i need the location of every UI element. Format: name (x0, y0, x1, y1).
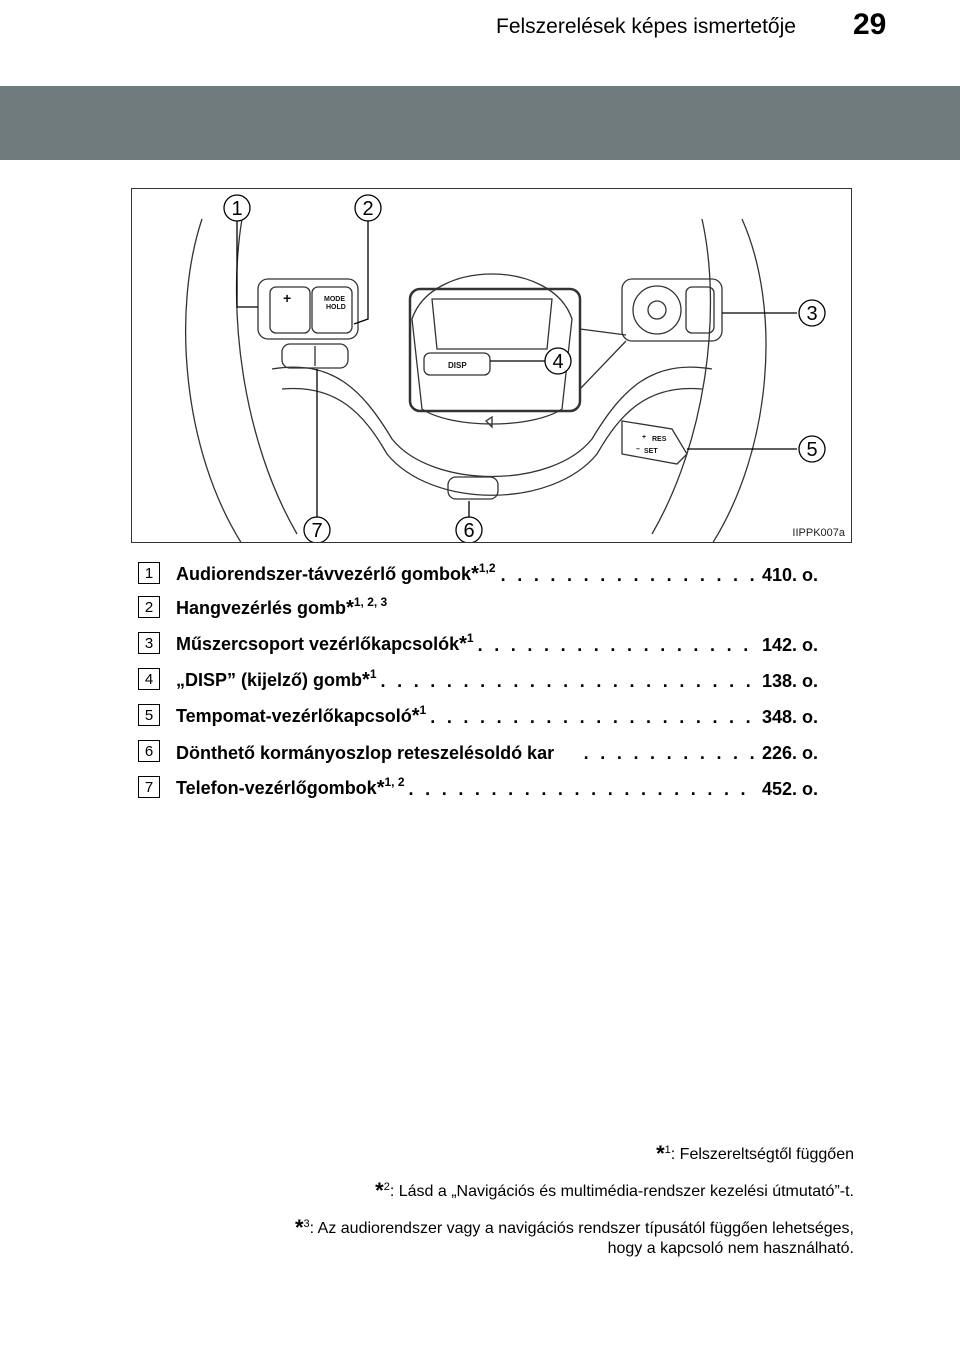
item-number-badge: 6 (138, 740, 160, 762)
meter-control-pad (621, 278, 723, 342)
callout-7: 7 (311, 520, 322, 542)
cruise-lever (621, 420, 688, 465)
tilt-lever-shape (447, 476, 499, 500)
item-dots: . . . . . . . . . . . . . . . . . . . . … (430, 707, 758, 727)
list-item: 4 „DISP” (kijelző) gomb*1 . . . . . . . … (138, 666, 818, 692)
page-number: 29 (853, 8, 887, 41)
footnote-2: *2: Lásd a „Navigációs és multimédia-ren… (375, 1178, 854, 1203)
audio-switch-pad (257, 278, 359, 340)
item-page-ref: 410. o. (761, 565, 818, 585)
hold-label: HOLD (326, 304, 346, 311)
volume-plus-label: + (283, 290, 291, 306)
steering-wheel-figure: DISP MODE HOLD RES SET + + – 1 2 3 4 5 6… (131, 188, 852, 543)
item-dots: . . . . . . . . . . . . . . . . . . (477, 635, 758, 655)
item-page-ref: 142. o. (761, 635, 818, 655)
steering-wheel-illustration: DISP MODE HOLD RES SET + + – 1 2 3 4 5 6… (184, 194, 826, 542)
callout-4: 4 (552, 351, 563, 373)
list-item: 1 Audiorendszer-távvezérlő gombok*1,2 . … (138, 560, 818, 586)
item-text: Dönthető kormányoszlop reteszelésoldó ka… (176, 743, 555, 763)
item-number-badge: 2 (138, 596, 160, 618)
footnote-1: *1: Felszereltségtől függően (656, 1141, 854, 1166)
item-page-ref: 348. o. (761, 707, 818, 727)
item-number-badge: 7 (138, 776, 160, 798)
item-text: Hangvezérlés gomb*1, 2, 3 (176, 595, 388, 619)
mode-label: MODE (324, 296, 345, 303)
footnotes: *1: Felszereltségtől függően *2: Lásd a … (94, 1140, 854, 1271)
item-text: Műszercsoport vezérlőkapcsolók*1 (176, 631, 474, 655)
item-dots: . . . . . . . . . . . . . . . . . . . . … (380, 671, 758, 691)
disp-label: DISP (448, 361, 467, 370)
horn-icon (484, 415, 493, 429)
item-text: Audiorendszer-távvezérlő gombok*1,2 (176, 561, 496, 585)
item-text: Tempomat-vezérlőkapcsoló*1 (176, 703, 427, 727)
list-item: 7 Telefon-vezérlőgombok*1, 2 . . . . . .… (138, 774, 818, 800)
set-label: SET (644, 448, 658, 455)
disp-inset-box (408, 287, 582, 413)
item-page-ref: 452. o. (761, 779, 818, 799)
item-text: Telefon-vezérlőgombok*1, 2 (176, 775, 405, 799)
header-section-title: Felszerelések képes ismertetője (496, 15, 796, 38)
callout-2: 2 (362, 198, 373, 220)
header-band (0, 86, 960, 160)
disp-button-shape (423, 352, 491, 376)
figure-code: IIPPK007a (792, 527, 845, 539)
item-dots: . . . . . . . . . . . . . . . . (500, 565, 758, 585)
wheel-rim-left (184, 218, 242, 542)
callout-1: 1 (231, 198, 242, 220)
callout-3: 3 (806, 303, 817, 325)
res-plus-label: + (642, 434, 646, 441)
callout-6: 6 (463, 520, 474, 542)
footnote-3: *3: Az audiorendszer vagy a navigációs r… (294, 1215, 854, 1258)
item-dots: . . . . . . . . . . . . . . . . . . . . … (408, 779, 758, 799)
list-item: 6 Dönthető kormányoszlop reteszelésoldó … (138, 738, 818, 764)
phone-switch-pad (281, 343, 349, 369)
set-minus-label: – (636, 446, 640, 453)
wheel-hub (271, 366, 713, 478)
res-label: RES (652, 436, 667, 443)
item-page-ref: 138. o. (761, 671, 818, 691)
list-item: 3 Műszercsoport vezérlőkapcsolók*1 . . .… (138, 630, 818, 656)
item-number-badge: 1 (138, 562, 160, 584)
item-number-badge: 5 (138, 704, 160, 726)
wheel-rim-right (712, 218, 767, 542)
item-number-badge: 3 (138, 632, 160, 654)
item-dots: . . . . . . . . . . . (583, 743, 758, 763)
callout-5: 5 (806, 439, 817, 461)
item-page-ref: 226. o. (761, 743, 818, 763)
item-number-badge: 4 (138, 668, 160, 690)
list-item: 5 Tempomat-vezérlőkapcsoló*1 . . . . . .… (138, 702, 818, 728)
list-item: 2 Hangvezérlés gomb*1, 2, 3 (138, 594, 818, 620)
item-text: „DISP” (kijelző) gomb*1 (176, 667, 377, 691)
